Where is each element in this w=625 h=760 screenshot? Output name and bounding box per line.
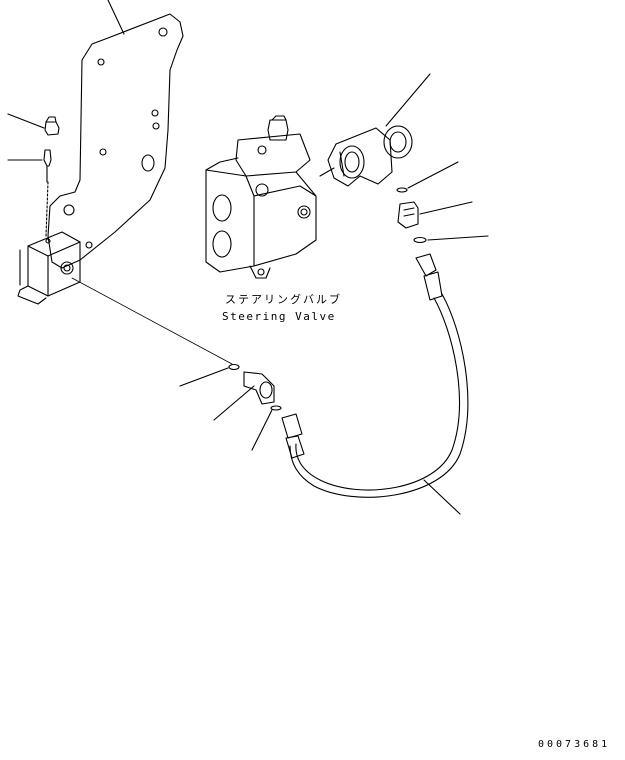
o-ring-2 — [413, 236, 427, 244]
hydraulic-hose — [281, 253, 469, 498]
o-ring — [396, 187, 408, 193]
drawing-number: 00073681 — [538, 739, 611, 750]
o-ring-lower — [228, 363, 240, 371]
o-ring-lower-2 — [270, 405, 282, 411]
elbow-fitting — [327, 125, 413, 187]
valve-block — [17, 231, 81, 305]
leader-line — [385, 73, 431, 127]
component-label-jp: ステアリングバルブ — [225, 293, 342, 306]
steering-valve — [205, 115, 317, 279]
component-label-en: Steering Valve — [222, 310, 336, 323]
mounting-bracket — [47, 13, 184, 269]
leader-line-hose — [423, 479, 461, 515]
grease-nipple — [43, 149, 52, 237]
elbow-45-fitting — [243, 371, 275, 405]
cap-fitting — [44, 116, 60, 136]
adapter-fitting — [397, 201, 419, 229]
